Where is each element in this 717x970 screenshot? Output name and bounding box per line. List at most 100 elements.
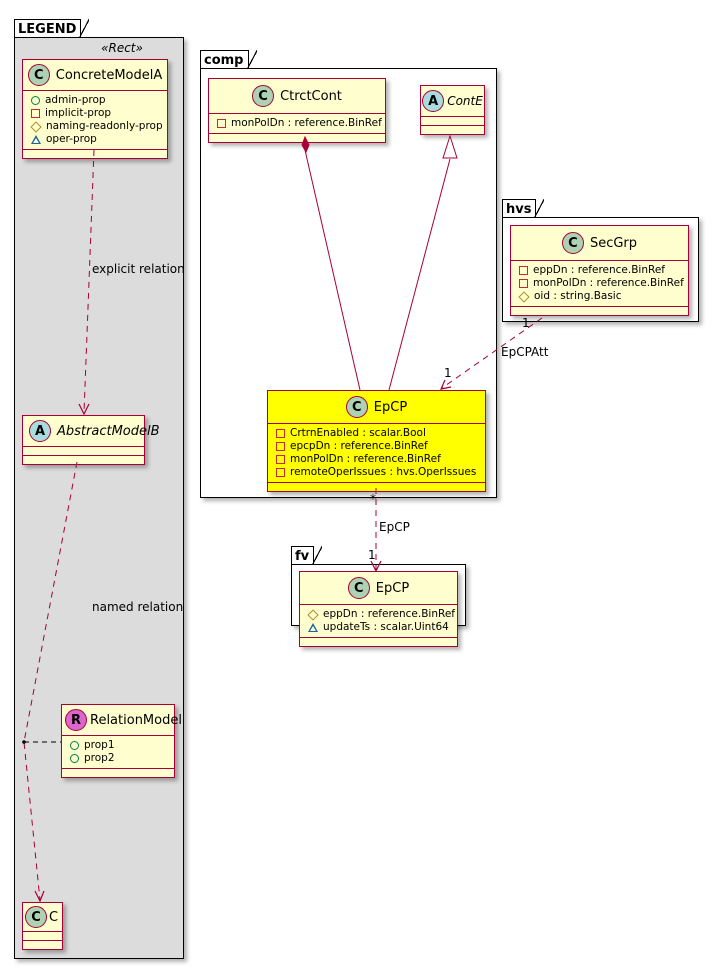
attribute-text: eppDn : reference.BinRef — [533, 264, 665, 276]
attributes-compartment — [23, 446, 144, 455]
attribute: monPolDn : reference.BinRef — [519, 277, 684, 290]
class-ctrctcont[interactable]: C CtrctCont monPolDn : reference.BinRef — [208, 78, 386, 143]
abstract-badge-icon: A — [422, 90, 445, 112]
attribute: epcpDn : reference.BinRef — [276, 440, 479, 453]
class-badge-icon: C — [347, 577, 370, 599]
methods-compartment — [23, 455, 144, 464]
attribute: monPolDn : reference.BinRef — [217, 117, 382, 130]
class-badge-icon: C — [561, 232, 584, 254]
methods-compartment — [268, 482, 485, 491]
protected-icon — [30, 120, 42, 133]
class-name: C — [49, 909, 59, 925]
fv-package-name: fv — [295, 549, 310, 564]
attribute: monPolDn : reference.BinRef — [276, 453, 479, 466]
class-name: AbstractModelB — [57, 423, 160, 439]
attribute-text: prop2 — [84, 752, 115, 764]
attribute-list: monPolDn : reference.BinRef — [209, 113, 385, 133]
private-icon — [276, 455, 285, 464]
epcpatt-label: EpCPAtt — [501, 345, 549, 359]
attribute: prop1 — [70, 739, 168, 752]
protected-icon — [307, 608, 319, 621]
methods-compartment — [511, 306, 688, 315]
class-name: EpCP — [375, 580, 410, 596]
class-name: CtrctCont — [280, 88, 342, 104]
protected-icon — [518, 290, 530, 303]
epcp-fv-dst-multiplicity: 1 — [368, 548, 376, 562]
methods-compartment — [300, 637, 457, 646]
attribute: prop2 — [70, 752, 168, 765]
attribute: eppDn : reference.BinRef — [519, 264, 682, 277]
named-relation-label: named relation — [92, 600, 184, 614]
attribute-list: CrtrnEnabled : scalar.Bool epcpDn : refe… — [268, 423, 485, 482]
epcpatt-dst-multiplicity: 1 — [444, 366, 452, 380]
class-comp-epcp[interactable]: C EpCP CrtrnEnabled : scalar.Bool epcpDn … — [267, 390, 486, 492]
attribute-text: monPolDn : reference.BinRef — [533, 277, 684, 289]
attribute-text: eppDn : reference.BinRef — [323, 608, 455, 620]
class-name: EpCP — [373, 399, 408, 415]
attribute: oid : string.Basic — [518, 290, 682, 303]
public-icon — [70, 741, 79, 750]
attributes-compartment — [421, 116, 484, 125]
attribute-list: prop1 prop2 — [62, 735, 174, 768]
comp-package-tab: comp — [200, 50, 256, 69]
attribute-text: CrtrnEnabled : scalar.Bool — [290, 427, 426, 439]
explicit-relation-label: explicit relation — [92, 262, 185, 276]
hvs-package-tab: hvs — [502, 199, 546, 218]
attribute-text: oid : string.Basic — [534, 290, 622, 302]
legend-package — [14, 37, 184, 959]
private-icon — [276, 442, 285, 451]
attribute: updateTs : scalar.Uint64 — [308, 621, 451, 634]
class-name: ContE — [447, 94, 483, 108]
methods-compartment — [23, 940, 62, 949]
attribute-text: updateTs : scalar.Uint64 — [323, 621, 449, 633]
hvs-package-name: hvs — [506, 202, 532, 217]
attribute: remoteOperIssues : hvs.OperIssues — [276, 466, 479, 479]
attribute-text: remoteOperIssues : hvs.OperIssues — [290, 466, 477, 478]
fv-package-tab: fv — [291, 546, 323, 565]
private-icon — [217, 119, 226, 128]
legend-package-tab: LEGEND — [14, 19, 90, 38]
attribute-text: oper-prop — [46, 133, 97, 145]
class-badge-icon: C — [27, 64, 50, 86]
class-secgrp[interactable]: C SecGrp eppDn : reference.BinRef monPolD… — [510, 225, 689, 316]
legend-package-name: LEGEND — [18, 22, 77, 37]
class-name: SecGrp — [589, 235, 638, 251]
legend-stereotype: «Rect» — [101, 41, 143, 55]
class-badge-icon: C — [345, 396, 368, 418]
abstract-badge-icon: A — [29, 420, 51, 442]
attribute: implicit-prop — [31, 107, 161, 120]
private-icon — [276, 429, 285, 438]
private-icon — [31, 109, 40, 118]
package-visibility-icon — [31, 135, 41, 144]
public-icon — [31, 96, 40, 105]
epcp-fv-label: EpCP — [379, 520, 410, 534]
methods-compartment — [23, 149, 167, 158]
attribute: eppDn : reference.BinRef — [307, 608, 455, 621]
relation-badge-icon: R — [65, 709, 87, 731]
private-icon — [276, 468, 285, 477]
epcpatt-src-multiplicity: 1 — [522, 316, 530, 330]
attribute-text: monPolDn : reference.BinRef — [231, 117, 382, 129]
class-fv-epcp[interactable]: C EpCP eppDn : reference.BinRef updateTs … — [299, 571, 458, 647]
attributes-compartment — [23, 931, 62, 940]
attribute-list: eppDn : reference.BinRef monPolDn : refe… — [511, 260, 688, 306]
class-name: RelationModel — [90, 712, 182, 728]
private-icon — [519, 279, 528, 288]
class-badge-icon: C — [252, 85, 275, 107]
class-concrete-model-a[interactable]: C ConcreteModelA admin-prop implicit-prop… — [22, 59, 168, 159]
class-badge-icon: C — [25, 906, 47, 928]
public-icon — [70, 754, 79, 763]
attribute: naming-readonly-prop — [30, 120, 163, 133]
class-abstract-model-b[interactable]: A AbstractModelB — [22, 415, 160, 465]
attribute-text: monPolDn : reference.BinRef — [290, 453, 441, 465]
methods-compartment — [209, 133, 385, 142]
attribute: admin-prop — [31, 94, 161, 107]
class-name: ConcreteModelA — [55, 67, 163, 83]
attribute-text: prop1 — [84, 739, 115, 751]
attribute-list: admin-prop implicit-prop naming-readonly… — [23, 90, 167, 149]
attribute-text: implicit-prop — [45, 107, 112, 119]
attribute-text: epcpDn : reference.BinRef — [290, 440, 428, 452]
